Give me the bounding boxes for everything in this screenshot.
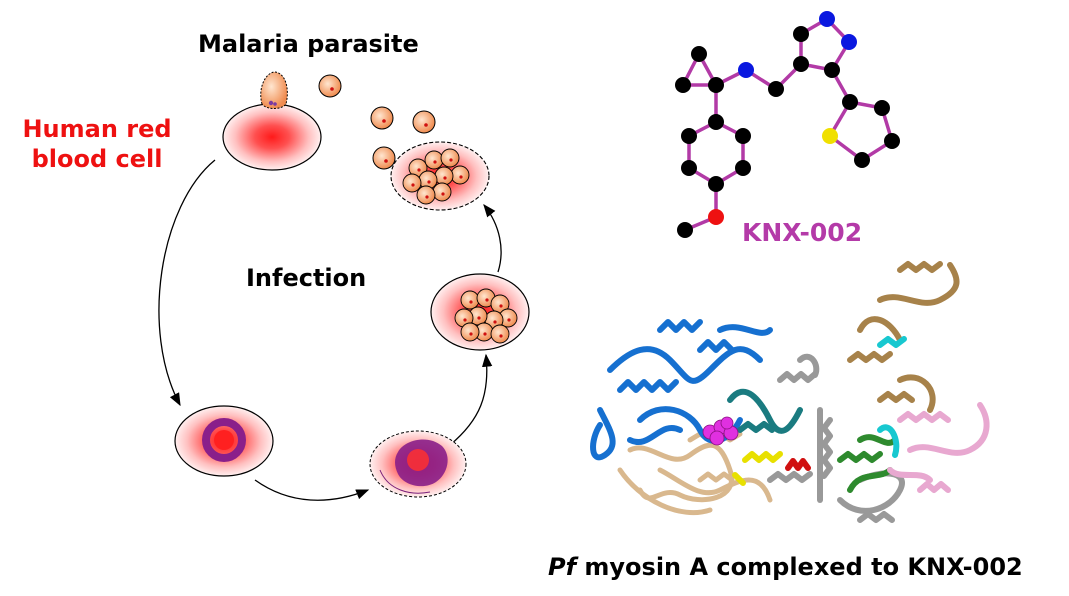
carbon-atom <box>708 114 724 130</box>
carbon-atom <box>874 100 890 116</box>
carbon-atom <box>824 62 840 78</box>
carbon-atom <box>884 133 900 149</box>
malaria-parasite-label: Malaria parasite <box>198 30 419 58</box>
caption-species: Pf <box>548 553 577 581</box>
carbon-atom <box>793 26 809 42</box>
carbon-atom <box>854 152 870 168</box>
carbon-atom <box>681 160 697 176</box>
cycle-arrow-2 <box>254 479 370 501</box>
rbc-invasion <box>222 71 322 171</box>
compound-label: KNX-002 <box>742 218 863 247</box>
carbon-atom <box>677 222 693 238</box>
bursting-schizont <box>390 141 490 211</box>
ligand-spheres <box>702 416 739 446</box>
protein-structure <box>590 261 990 523</box>
carbon-atom <box>735 128 751 144</box>
oxygen-atom <box>708 209 724 225</box>
life-cycle-diagram <box>158 71 530 501</box>
carbon-atom <box>842 94 858 110</box>
carbon-atom <box>675 77 691 93</box>
free-merozoites <box>318 74 436 170</box>
human-rbc-label-line2: blood cell <box>31 145 163 173</box>
human-rbc-label-line1: Human red <box>22 115 172 143</box>
nitrogen-atom <box>841 34 857 50</box>
cycle-arrow-4 <box>483 203 502 273</box>
carbon-atom <box>708 77 724 93</box>
carbon-atom <box>793 56 809 72</box>
infection-label: Infection <box>246 264 367 292</box>
knx002-structure <box>675 11 900 238</box>
nitrogen-atom <box>738 62 754 78</box>
carbon-atom <box>681 128 697 144</box>
carbon-atom <box>708 176 724 192</box>
carbon-atom <box>768 81 784 97</box>
nitrogen-atom <box>819 11 835 27</box>
cycle-arrow-1 <box>158 159 216 407</box>
cycle-arrow-3 <box>449 353 493 446</box>
sulfur-atom <box>822 128 838 144</box>
carbon-atom <box>735 160 751 176</box>
trophozoite-cell <box>369 430 467 498</box>
caption-text: myosin A complexed to KNX-002 <box>576 553 1023 581</box>
molecule-atoms <box>675 11 900 238</box>
protein-caption: Pf myosin A complexed to KNX-002 <box>548 553 1023 581</box>
schizont-cell <box>430 273 530 351</box>
ring-stage-cell <box>174 405 274 477</box>
carbon-atom <box>691 46 707 62</box>
human-rbc-label: Human red blood cell <box>12 114 182 174</box>
